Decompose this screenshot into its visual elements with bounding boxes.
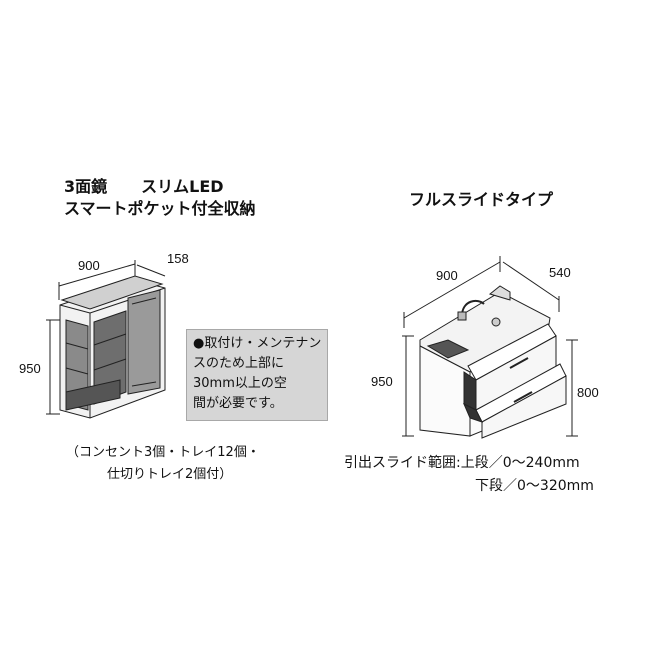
mirror-accessories-caption-2: 仕切りトレイ2個付） [107,467,233,482]
mirror-title: 3面鏡 スリムLED スマートポケット付全収納 [64,176,256,220]
vanity-width-label: 900 [436,268,458,283]
mirror-cabinet-drawing [46,260,166,419]
vanity-height-label: 950 [371,374,393,389]
mirror-title-feature: スマートポケット付全収納 [64,199,256,218]
mirror-depth-label: 158 [167,251,189,266]
note-line: スのため上部に [193,356,285,371]
vanity-depth-label: 540 [549,265,571,280]
note-line: ●取付け・メンテナン [193,336,322,351]
mirror-height-label: 950 [19,361,41,376]
note-line: 30mm以上の空 [193,376,287,391]
mirror-accessories-caption-1: （コンセント3個・トレイ12個・ [66,445,260,460]
mirror-title-led: スリムLED [141,177,224,196]
vanity-drawing [402,256,578,439]
note-line: 間が必要です。 [193,396,283,411]
drawer-slide-range-lower: 下段／0〜320mm [475,478,594,494]
installation-note: ●取付け・メンテナン スのため上部に 30mm以上の空 間が必要です。 [186,329,328,421]
mirror-width-label: 900 [78,258,100,273]
mirror-title-type: 3面鏡 [64,177,108,196]
drawer-slide-range-upper: 引出スライド範囲:上段／0〜240mm [344,455,580,471]
vanity-counter-height-label: 800 [577,385,599,400]
vanity-title: フルスライドタイプ [409,190,554,209]
